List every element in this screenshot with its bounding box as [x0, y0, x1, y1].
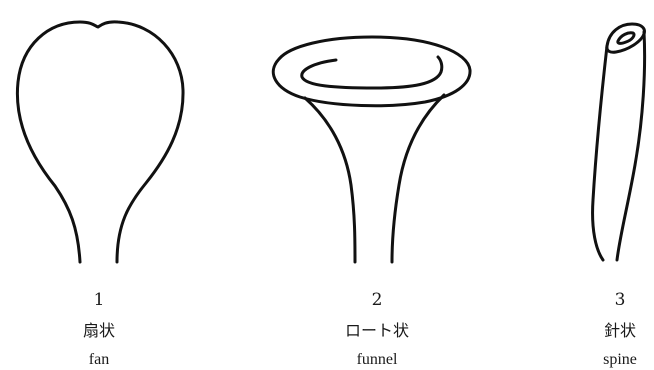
caption-spine: 3 針状 spine: [540, 290, 654, 370]
caption-funnel: 2 ロート状 funnel: [297, 290, 457, 370]
caption-number: 2: [297, 290, 457, 310]
caption-japanese: 針状: [540, 321, 654, 341]
caption-fan: 1 扇状 fan: [19, 290, 179, 370]
spine-tip-outer: [607, 24, 645, 52]
funnel-stem-left: [305, 98, 355, 262]
caption-english: fan: [19, 350, 179, 370]
caption-english: funnel: [297, 350, 457, 370]
spine-tip-inner: [618, 33, 634, 44]
caption-japanese: 扇状: [19, 321, 179, 341]
caption-japanese: ロート状: [297, 321, 457, 341]
funnel-rim-inner: [302, 57, 442, 88]
caption-number: 3: [540, 290, 654, 310]
spine-outline-right: [617, 32, 645, 260]
fan-shape-outline: [17, 22, 183, 262]
spine-outline-left: [593, 46, 607, 260]
caption-number: 1: [19, 290, 179, 310]
funnel-stem-right: [392, 95, 444, 262]
caption-english: spine: [540, 350, 654, 370]
